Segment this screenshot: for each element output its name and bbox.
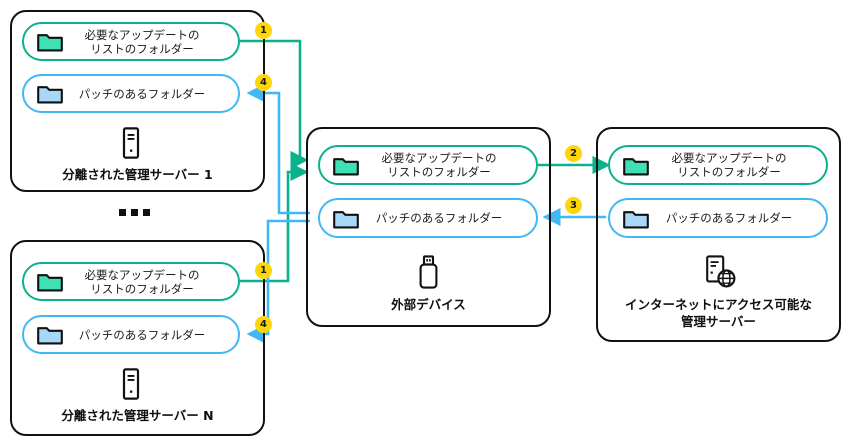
pill-external-device-updates[interactable]: 必要なアップデートの リストのフォルダー [318,145,538,185]
pill-isolated-server-1-patches[interactable]: パッチのあるフォルダー [22,74,240,113]
pill-label: 必要なアップデートの リストのフォルダー [84,267,200,296]
folder-blue-icon [623,208,649,229]
pill-isolated-server-1-updates[interactable]: 必要なアップデートの リストのフォルダー [22,22,240,61]
pill-label: 必要なアップデートの リストのフォルダー [84,27,200,56]
pill-label: パッチのあるフォルダー [375,211,503,225]
pill-external-device-patches[interactable]: パッチのあるフォルダー [318,198,538,238]
ellipsis-more-servers [119,209,150,216]
folder-blue-icon [37,83,63,104]
badge-step-1-bottom: 1 [255,262,272,279]
server-tower-icon [120,368,142,400]
caption-isolated-server-1: 分離された管理サーバー 1 [62,167,213,182]
container-isolated-server-n [10,240,265,436]
badge-step-2: 2 [565,145,582,162]
pill-isolated-server-n-patches[interactable]: パッチのあるフォルダー [22,315,240,354]
pill-label: パッチのあるフォルダー [78,327,206,342]
pill-internet-server-patches[interactable]: パッチのあるフォルダー [608,198,828,238]
pill-isolated-server-n-updates[interactable]: 必要なアップデートの リストのフォルダー [22,262,240,301]
pill-internet-server-updates[interactable]: 必要なアップデートの リストのフォルダー [608,145,828,185]
folder-green-icon [37,271,63,292]
caption-external-device: 外部デバイス [391,297,466,312]
badge-step-3: 3 [565,197,582,214]
folder-green-icon [333,155,359,176]
pill-label: パッチのあるフォルダー [78,86,206,101]
container-isolated-server-1 [10,10,265,192]
folder-blue-icon [37,324,63,345]
server-tower-icon [120,127,142,159]
pill-label: 必要なアップデートの リストのフォルダー [381,151,497,179]
folder-blue-icon [333,208,359,229]
folder-green-icon [623,155,649,176]
connector-step-1-top [240,39,309,170]
folder-green-icon [37,31,63,52]
usb-drive-icon [417,255,440,289]
server-globe-icon [704,255,737,289]
badge-step-1-top: 1 [255,22,272,39]
badge-step-4-top: 4 [255,74,272,91]
badge-step-4-bottom: 4 [255,316,272,333]
caption-internet-server: インターネットにアクセス可能な 管理サーバー [625,297,812,329]
pill-label: 必要なアップデートの リストのフォルダー [671,151,787,179]
pill-label: パッチのあるフォルダー [665,211,793,225]
caption-isolated-server-n: 分離された管理サーバー N [61,408,214,423]
container-internet-server [596,127,841,342]
container-external-device [306,127,551,327]
